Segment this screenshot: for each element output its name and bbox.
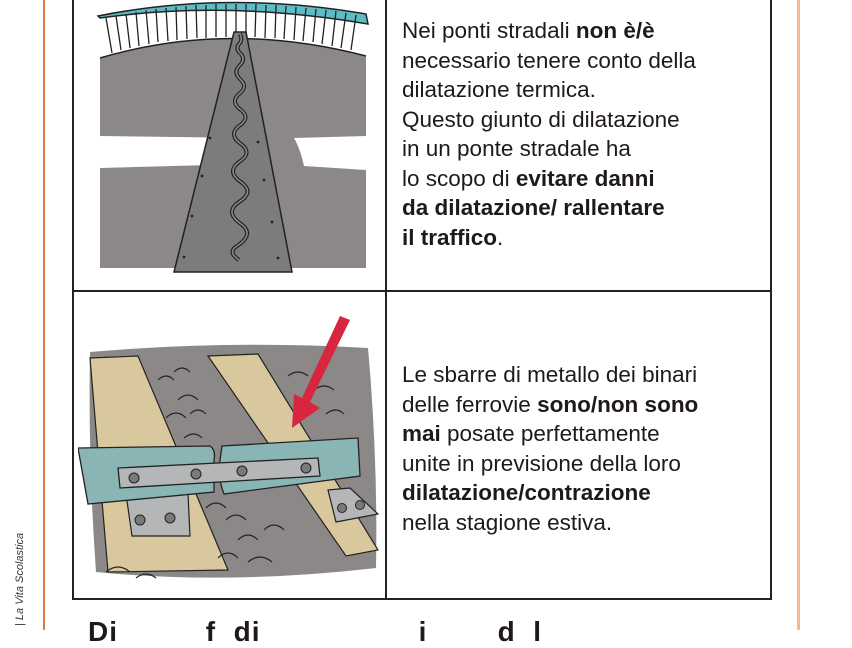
- column-divider: [385, 0, 387, 598]
- left-margin-rule: [43, 0, 45, 630]
- clipped-next-heading: Di f di i d l: [88, 616, 543, 647]
- bridge-question-text: Nei ponti stradali non è/è necessario te…: [402, 18, 696, 250]
- publisher-side-label: | La Vita Scolastica: [14, 532, 26, 626]
- exercise-table: Nei ponti stradali non è/è necessario te…: [72, 0, 772, 600]
- bridge-expansion-joint-illustration: [88, 0, 373, 278]
- row-divider: [74, 290, 770, 292]
- rail-question-text: Le sbarre di metallo dei binari delle fe…: [402, 362, 699, 535]
- right-margin-rule: [797, 0, 800, 630]
- railway-rail-joint-illustration: [77, 310, 384, 588]
